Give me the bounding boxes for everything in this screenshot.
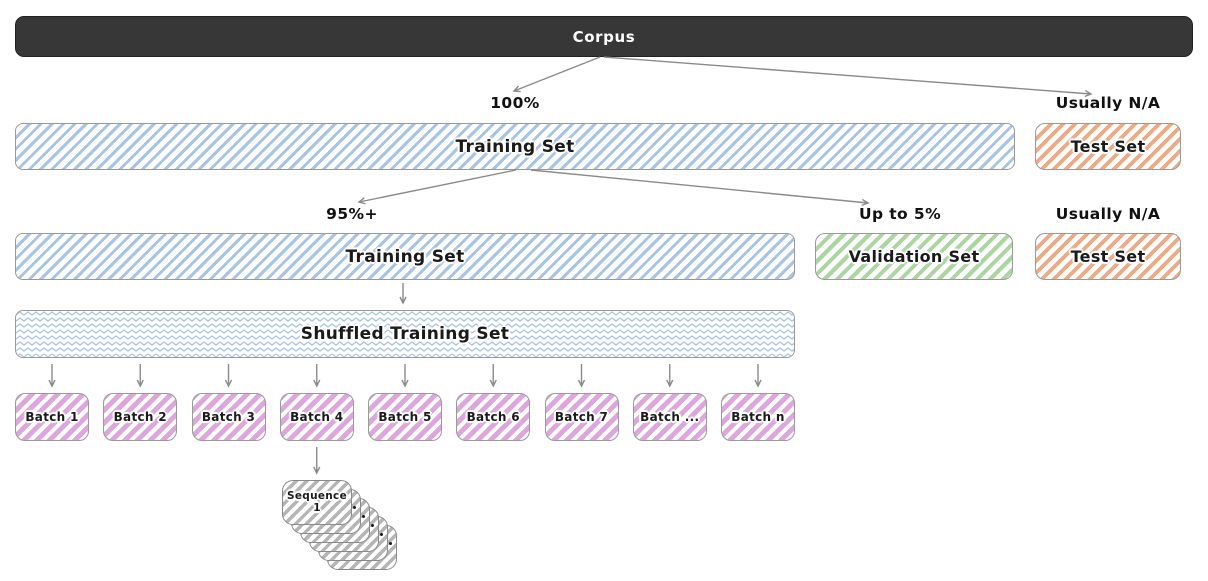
training-set-1-label: Training Set: [455, 136, 575, 157]
training-set-1-box: Training Set: [15, 123, 1015, 170]
batch-label: Batch 4: [290, 410, 344, 424]
batch-row: Batch 1 Batch 2 Batch 3 Batch 4 Batch 5 Batch…: [15, 393, 795, 441]
batch-label: Batch 3: [201, 410, 256, 424]
corpus-bar: Corpus: [15, 16, 1193, 57]
batch-label: Batch 7: [554, 410, 609, 424]
test-set-1-box: Test Set: [1035, 123, 1181, 170]
batch-box-1: Batch 1: [15, 393, 89, 441]
batch-box-8: Batch ...: [632, 393, 707, 441]
batch-label: Batch n: [731, 410, 785, 424]
sequence-label-line2: 1: [313, 501, 321, 514]
sequence-card-dot: [353, 506, 356, 509]
batch-box-4: Batch 4: [279, 393, 354, 441]
training-set-2-box: Training Set: [15, 233, 795, 280]
batch-box-6: Batch 6: [456, 393, 531, 441]
test-set-1-label: Test Set: [1070, 137, 1146, 156]
share-label-test-1: Usually N/A: [1055, 94, 1161, 112]
batch-label: Batch ...: [640, 410, 700, 424]
batch-box-3: Batch 3: [191, 393, 266, 441]
arrow-corpus-to-training: [512, 56, 601, 93]
batch-box-2: Batch 2: [103, 393, 178, 441]
batch-box-9: Batch n: [721, 393, 795, 441]
test-set-2-label: Test Set: [1070, 247, 1146, 266]
share-label-100pct: 100%: [490, 94, 540, 112]
shuffled-training-set-label: Shuffled Training Set: [300, 324, 510, 344]
share-label-95pct: 95%+: [326, 205, 378, 223]
batch-label: Batch 1: [25, 410, 79, 424]
arrow-corpus-to-test: [603, 56, 1093, 98]
validation-set-label: Validation Set: [848, 247, 980, 266]
validation-set-box: Validation Set: [815, 233, 1013, 280]
sequence-card-dot: [362, 515, 365, 518]
share-label-test-2: Usually N/A: [1055, 205, 1161, 223]
sequence-label-line1: Sequence: [286, 489, 348, 502]
arrow-training-to-training2: [357, 169, 517, 205]
batch-label: Batch 2: [113, 410, 167, 424]
corpus-label: Corpus: [572, 27, 636, 46]
batch-label: Batch 5: [378, 410, 432, 424]
batch-box-7: Batch 7: [544, 393, 619, 441]
training-set-2-label: Training Set: [345, 246, 465, 267]
sequence-card-dot: [389, 542, 392, 545]
share-label-upto5pct: Up to 5%: [858, 205, 942, 223]
zigzag-pattern: [16, 311, 794, 357]
sequence-card-dot: [380, 533, 383, 536]
batch-box-5: Batch 5: [368, 393, 442, 441]
sequence-card-dot: [371, 524, 374, 527]
arrow-training-to-validation: [530, 169, 870, 207]
batch-label: Batch 6: [466, 410, 520, 424]
shuffled-training-set-box: Shuffled Training Set: [15, 310, 795, 358]
test-set-2-box: Test Set: [1035, 233, 1181, 280]
